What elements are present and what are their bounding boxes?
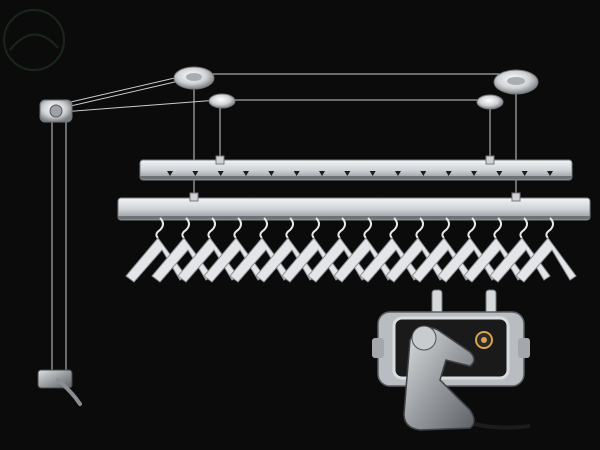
bar-hole — [369, 171, 376, 176]
upper-bar-holes — [167, 171, 553, 176]
wall-pulley-icon — [39, 99, 73, 123]
pulley-large-right — [493, 69, 539, 95]
watermark-logo — [3, 9, 65, 71]
hangers-group — [125, 217, 577, 283]
bar-hole — [344, 171, 351, 176]
lower-bar — [117, 192, 591, 221]
hanger — [489, 217, 551, 283]
pulley-small-right — [476, 94, 504, 110]
bar-hole — [445, 171, 452, 176]
ceiling-cables — [51, 73, 517, 372]
winch-crank-icon — [403, 325, 531, 431]
winch-box — [372, 289, 530, 387]
bar-hole — [395, 171, 401, 176]
bar-hole — [471, 171, 477, 176]
bar-hole — [268, 171, 275, 176]
bar-hole — [319, 171, 325, 176]
upper-bar — [139, 155, 573, 181]
bar-hole — [167, 171, 173, 176]
bar-hole — [521, 171, 528, 176]
bar-hole — [243, 171, 249, 176]
bar-hole — [547, 171, 553, 176]
bar-hole — [420, 171, 427, 176]
bar-hole — [192, 171, 199, 176]
pulley-small-left — [208, 93, 236, 109]
bar-hole — [217, 171, 224, 176]
pulley-large-left — [173, 66, 215, 90]
bar-hole — [496, 171, 503, 176]
crank-handle-icon — [37, 369, 82, 406]
bar-hole — [293, 171, 300, 176]
hanger — [515, 217, 577, 283]
